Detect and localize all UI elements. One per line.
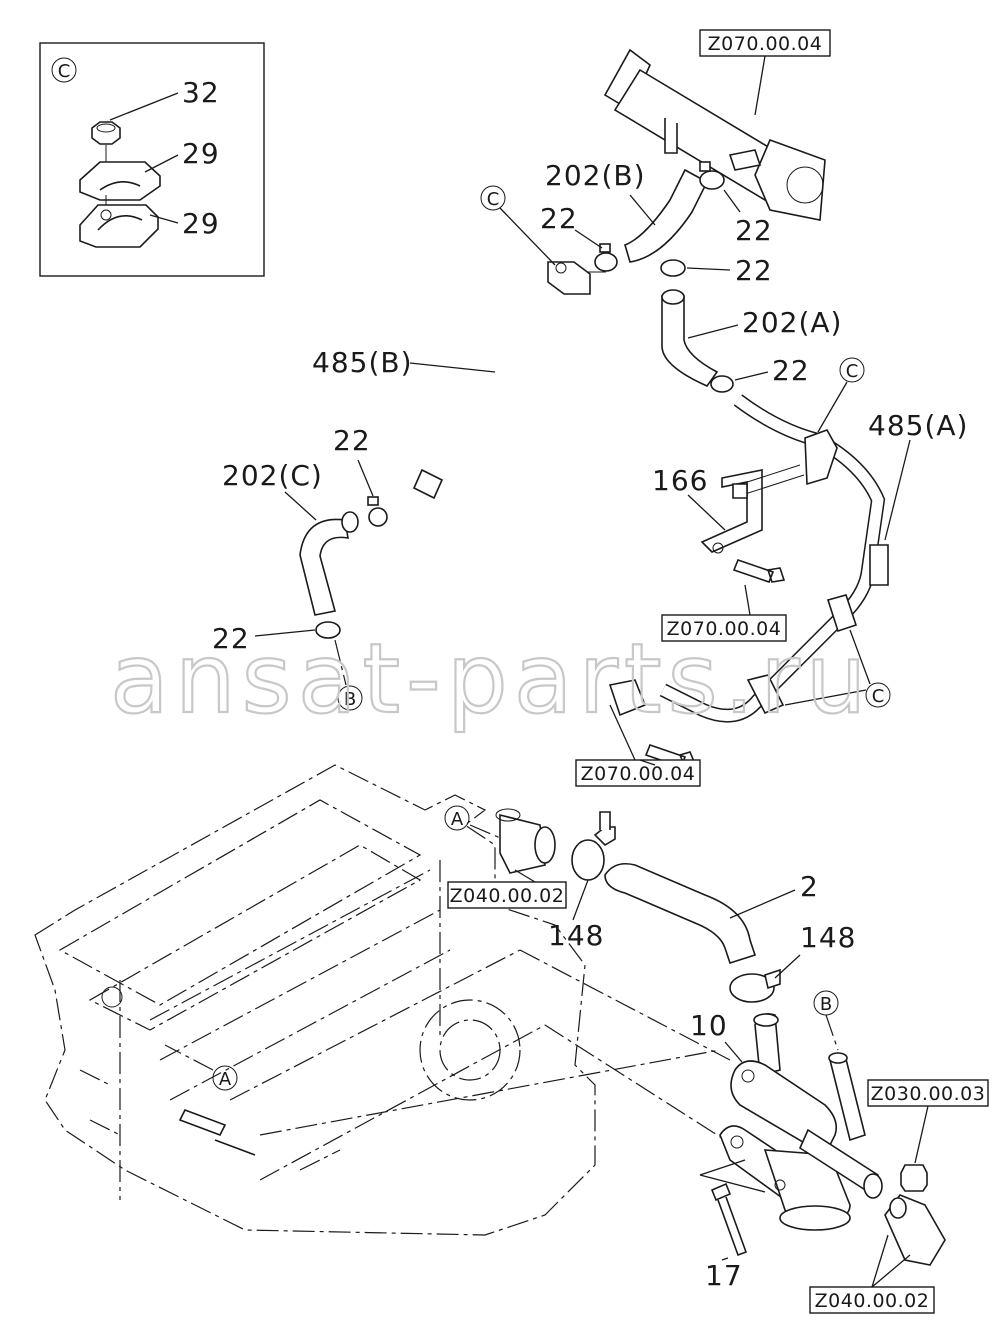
ref-right-fitting: Z030.00.03 <box>871 1083 986 1105</box>
ref-box-filter <box>447 881 567 909</box>
label-148-right: 148 <box>800 921 856 954</box>
marker-a-top-circle <box>444 805 470 831</box>
label-22-1: 22 <box>540 202 578 235</box>
marker-c-top-circle <box>480 185 506 211</box>
clamp-upper-29 <box>79 161 161 201</box>
detail-box-c: C 32 29 29 <box>39 42 265 277</box>
marker-a-block: A <box>219 1069 232 1090</box>
label-29-upper: 29 <box>182 137 220 170</box>
label-202a: 202(A) <box>742 306 842 339</box>
marker-c-right-circle <box>839 357 865 383</box>
pipe-485b <box>407 261 606 517</box>
hose-2 <box>604 862 757 965</box>
marker-c-lower: C <box>872 686 885 707</box>
label-22-5: 22 <box>333 424 371 457</box>
filter <box>495 808 556 874</box>
label-202b: 202(B) <box>545 159 646 192</box>
marker-c-lower-circle <box>865 682 891 708</box>
pipe-485a <box>608 394 889 723</box>
clip-22-d <box>710 375 734 393</box>
housing-10 <box>719 1012 883 1231</box>
watermark: ansat-parts.ru <box>110 623 873 735</box>
label-22-3: 22 <box>735 254 773 287</box>
ref-box-top-pipe <box>699 29 831 57</box>
label-166: 166 <box>652 464 708 497</box>
ref-top-pipe: Z070.00.04 <box>708 33 823 55</box>
bracket-bolt <box>732 558 786 584</box>
ref-flange-bolt: Z070.00.04 <box>581 763 696 785</box>
ref-box-right-fitting <box>867 1079 989 1107</box>
bottom-filter <box>884 1194 946 1266</box>
marker-a-top: A <box>451 809 464 830</box>
right-fitting <box>900 1164 928 1192</box>
clip-22-f <box>315 621 341 639</box>
clamp-148-left <box>571 811 616 881</box>
label-485b: 485(B) <box>312 346 413 379</box>
clamp-148-right <box>729 968 781 1003</box>
label-32: 32 <box>182 76 220 109</box>
ref-filter: Z040.00.02 <box>450 885 565 907</box>
nut-32 <box>91 121 121 145</box>
label-22-4: 22 <box>772 354 810 387</box>
bracket-166 <box>700 464 805 554</box>
clip-22-a <box>594 243 618 272</box>
ref-box-bracket-bolt <box>661 614 787 642</box>
bolt-17 <box>710 1182 748 1257</box>
label-22-2: 22 <box>735 214 773 247</box>
label-485a: 485(A) <box>868 409 968 442</box>
marker-c-top: C <box>487 189 500 210</box>
ref-box-flange-bolt <box>575 759 701 787</box>
marker-a-block-circle <box>212 1065 238 1091</box>
ref-box-bottom-filter <box>809 1286 935 1314</box>
hose-202c <box>299 518 349 616</box>
marker-b-left-circle <box>337 685 363 711</box>
label-29-lower: 29 <box>182 207 220 240</box>
clip-22-e <box>367 496 388 527</box>
label-148-left: 148 <box>548 919 604 952</box>
marker-b-right: B <box>820 994 832 1015</box>
label-10: 10 <box>690 1009 728 1042</box>
clip-22-b <box>699 161 725 190</box>
detail-box-marker: C <box>58 61 71 82</box>
label-2: 2 <box>800 870 819 903</box>
marker-c-right: C <box>846 361 859 382</box>
hose-202a <box>661 295 719 387</box>
ref-bottom-filter: Z040.00.02 <box>815 1290 930 1312</box>
engine-block <box>34 764 731 1236</box>
clamp-lower-29 <box>79 204 159 248</box>
label-22-6: 22 <box>212 622 250 655</box>
marker-b-left: B <box>344 689 356 710</box>
label-202c: 202(C) <box>222 459 323 492</box>
hose-202b <box>624 168 709 263</box>
label-17: 17 <box>705 1259 743 1292</box>
top-pipe <box>603 48 826 221</box>
ref-bracket-bolt: Z070.00.04 <box>667 618 782 640</box>
clip-22-c <box>660 259 686 277</box>
